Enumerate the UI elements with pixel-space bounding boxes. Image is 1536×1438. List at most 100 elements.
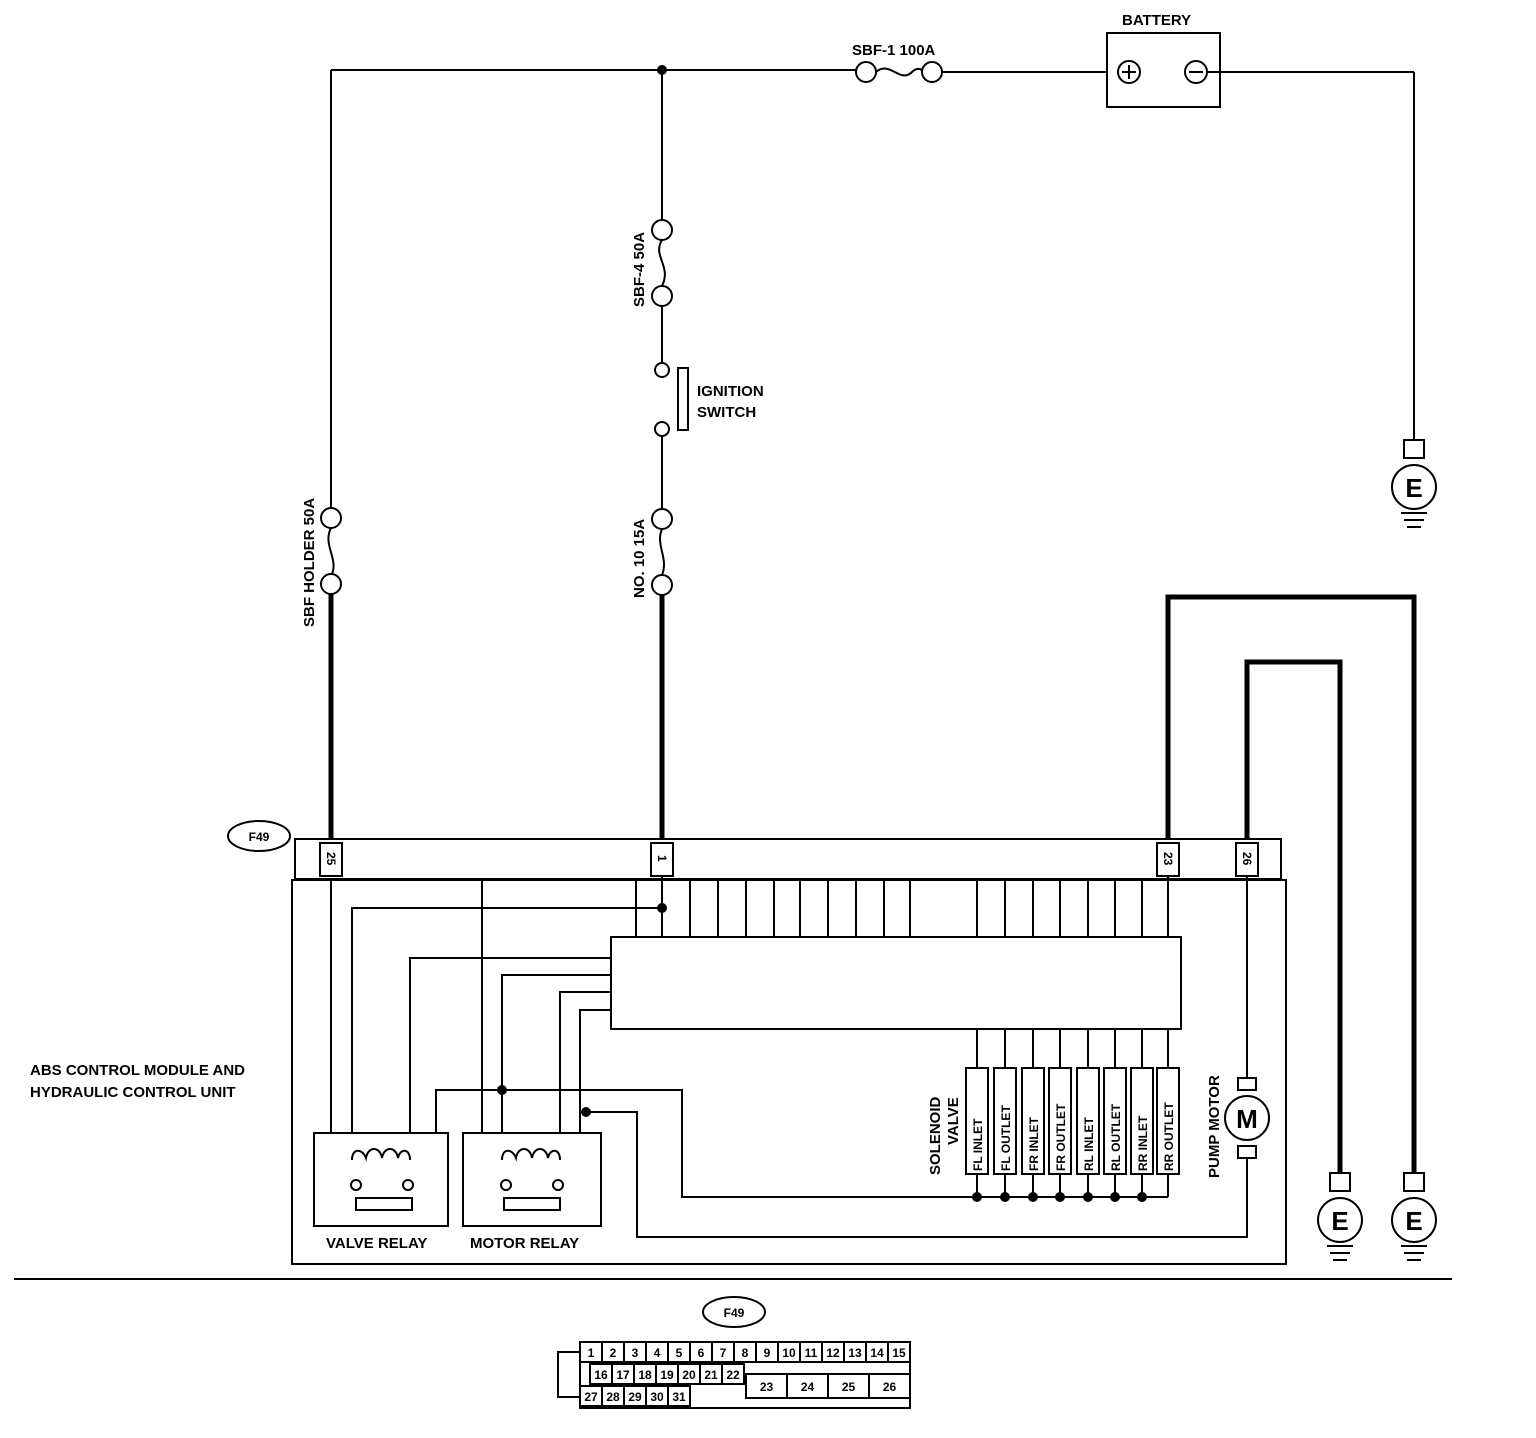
- connector-cell-label: 8: [742, 1346, 749, 1360]
- pump-symbol: M: [1236, 1104, 1258, 1134]
- connector-cell: 11: [799, 1341, 823, 1363]
- solenoid-valve-label: RL INLET: [1082, 1117, 1096, 1171]
- connector-cell-label: 14: [870, 1346, 884, 1360]
- connector-cell-label: 2: [610, 1346, 617, 1360]
- ignition-label-2: SWITCH: [697, 404, 756, 421]
- fuse-sbf-holder: [320, 507, 342, 595]
- valve-relay-label: VALVE RELAY: [326, 1235, 427, 1252]
- connector-cell-label: 1: [588, 1346, 595, 1360]
- solenoid-valves: FL INLET FL OUTLET FR INLET FR OUTLET RL INL…: [965, 1029, 1180, 1202]
- solenoid-valve: RR OUTLET: [1156, 1029, 1180, 1197]
- connector-cell: 2: [601, 1341, 625, 1363]
- connector-cell-label: 27: [584, 1390, 598, 1404]
- solenoid-label-2: VALVE: [945, 1097, 962, 1145]
- fuse-sbf-holder-label: SBF HOLDER 50A: [301, 498, 318, 627]
- pump-motor: M: [1224, 876, 1270, 1159]
- ignition-switch: [654, 362, 689, 437]
- solenoid-valve: RL OUTLET: [1103, 1029, 1127, 1202]
- junction-dot: [1110, 1192, 1120, 1202]
- junction-dot: [1137, 1192, 1147, 1202]
- connector-cell: 24: [786, 1373, 829, 1399]
- connector-cell-label: 5: [676, 1346, 683, 1360]
- connector-cell-label: 10: [782, 1346, 796, 1360]
- solenoid-valve-label: RR INLET: [1136, 1115, 1150, 1171]
- solenoid-valve: FL OUTLET: [993, 1029, 1017, 1202]
- connector-cell-label: 20: [682, 1368, 696, 1382]
- connector-cell: 15: [887, 1341, 911, 1363]
- connector-face-name: F49: [724, 1306, 745, 1320]
- solenoid-valve: FL INLET: [965, 1029, 989, 1202]
- connector-cell-label: 4: [654, 1346, 661, 1360]
- connector-cell-label: 13: [848, 1346, 862, 1360]
- ground-e-battery: E: [1391, 439, 1437, 528]
- solenoid-valve-label: FR INLET: [1027, 1116, 1041, 1171]
- solenoid-valve-label: FL INLET: [971, 1118, 985, 1171]
- fuse-sbf4-label: SBF-4 50A: [631, 232, 648, 307]
- pump-motor-label: PUMP MOTOR: [1206, 1075, 1223, 1178]
- ground-symbol: E: [1405, 473, 1422, 503]
- connector-cell-label: 28: [606, 1390, 620, 1404]
- junction-dot: [1083, 1192, 1093, 1202]
- ground-symbol: E: [1405, 1206, 1422, 1236]
- connector-cell: 7: [711, 1341, 735, 1363]
- junction-dot: [1000, 1192, 1010, 1202]
- connector-cell-label: 12: [826, 1346, 840, 1360]
- connector-cell: 27: [579, 1385, 603, 1407]
- connector-cell: 25: [827, 1373, 870, 1399]
- connector-cell: 6: [689, 1341, 713, 1363]
- connector-cell-label: 25: [842, 1380, 856, 1394]
- connector-cell: 26: [868, 1373, 911, 1399]
- solenoid-valve: FR INLET: [1021, 1029, 1045, 1202]
- fuse-sbf1: [855, 61, 943, 83]
- module-label-1: ABS CONTROL MODULE AND: [30, 1062, 245, 1079]
- motor-relay-label: MOTOR RELAY: [470, 1235, 579, 1252]
- connector-key: [557, 1351, 580, 1398]
- fuse-no10-label: NO. 10 15A: [631, 519, 648, 598]
- pin-26: 26: [1240, 852, 1254, 866]
- ground-e-left: E: [1317, 1172, 1363, 1261]
- connector-cell-label: 30: [650, 1390, 664, 1404]
- connector-cell-label: 23: [760, 1380, 774, 1394]
- ground-symbol: E: [1331, 1206, 1348, 1236]
- connector-cell: 14: [865, 1341, 889, 1363]
- connector-cell: 9: [755, 1341, 779, 1363]
- connector-cell: 16: [589, 1363, 613, 1385]
- connector-cell: 4: [645, 1341, 669, 1363]
- connector-cell-label: 7: [720, 1346, 727, 1360]
- connector-cell-label: 31: [672, 1390, 686, 1404]
- connector-cell: 20: [677, 1363, 701, 1385]
- connector-cell: 12: [821, 1341, 845, 1363]
- connector-cell-label: 24: [801, 1380, 815, 1394]
- connector-cell: 10: [777, 1341, 801, 1363]
- connector-cell-label: 19: [660, 1368, 674, 1382]
- solenoid-valve-label: FR OUTLET: [1054, 1103, 1068, 1171]
- connector-cell: 5: [667, 1341, 691, 1363]
- module-bus-lines: [635, 876, 1169, 937]
- connector-cell-label: 16: [594, 1368, 608, 1382]
- connector-cell: 21: [699, 1363, 723, 1385]
- connector-cell: 19: [655, 1363, 679, 1385]
- connector-cell: 8: [733, 1341, 757, 1363]
- connector-name: F49: [249, 830, 270, 844]
- junction-dot: [497, 1085, 507, 1095]
- connector-cell: 30: [645, 1385, 669, 1407]
- solenoid-valve-label: RL OUTLET: [1109, 1103, 1123, 1171]
- connector-cell: 22: [721, 1363, 745, 1385]
- abs-module: ABS CONTROL MODULE AND HYDRAULIC CONTROL…: [30, 876, 1287, 1265]
- top-wiring: SBF-1 100A BATTERY E S: [301, 12, 1437, 1261]
- connector-cell-label: 9: [764, 1346, 771, 1360]
- solenoid-valve: FR OUTLET: [1048, 1029, 1072, 1202]
- connector-f49: F49 25 1 23 26: [227, 820, 1282, 880]
- control-unit-block: [610, 936, 1182, 1030]
- connector-cell: 31: [667, 1385, 691, 1407]
- connector-cell: 3: [623, 1341, 647, 1363]
- junction-dot: [972, 1192, 982, 1202]
- connector-cell-label: 3: [632, 1346, 639, 1360]
- connector-cell: 28: [601, 1385, 625, 1407]
- motor-relay: [462, 1132, 602, 1227]
- connector-cell-label: 21: [704, 1368, 718, 1382]
- connector-cell-label: 15: [892, 1346, 906, 1360]
